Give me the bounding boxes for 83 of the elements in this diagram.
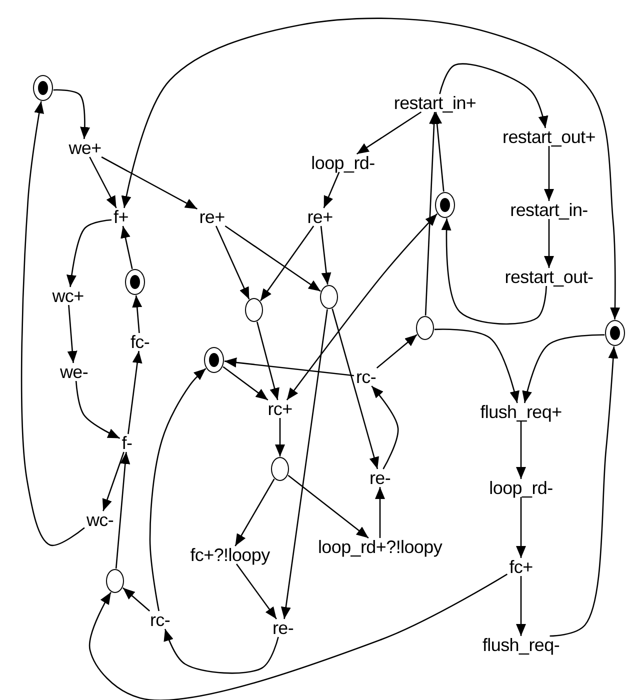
transition-label: wc+	[51, 286, 85, 306]
arrow	[256, 322, 280, 400]
arrow	[275, 418, 285, 456]
arrow	[550, 346, 618, 637]
transition-label: flush_req+	[479, 402, 563, 422]
arrow	[516, 497, 526, 558]
transition-label: re-	[368, 468, 392, 488]
arrow	[320, 226, 332, 285]
arrow	[288, 474, 369, 539]
transition-label: flush_req-	[481, 635, 561, 655]
marked-place-circle	[33, 75, 53, 101]
arrow	[101, 156, 198, 210]
transition-label: rc-	[148, 610, 172, 630]
transition-label: wc-	[85, 510, 115, 530]
transition-label: loop_rd+?!loopy	[316, 537, 444, 557]
place-circle	[245, 298, 263, 322]
arrow	[439, 63, 548, 128]
arrow	[149, 368, 206, 612]
transition-label: restart_in-	[509, 200, 589, 220]
marked-place-circle	[605, 320, 625, 346]
arrow	[222, 366, 268, 401]
arrow	[122, 587, 150, 612]
arrow	[424, 112, 440, 316]
arrow	[164, 628, 279, 674]
transition-label: fc-	[129, 332, 151, 352]
arrow	[128, 350, 142, 434]
arrow	[120, 226, 133, 270]
arrow	[20, 101, 85, 546]
arrow	[236, 564, 277, 620]
place-circle	[106, 569, 124, 593]
arrow	[332, 308, 380, 470]
arrow	[516, 421, 526, 479]
arrow	[280, 309, 328, 620]
arrow	[67, 304, 78, 364]
transition-label: restart_out+	[502, 127, 596, 147]
arrow	[121, 18, 620, 320]
arrow	[89, 574, 508, 700]
transition-label: we-	[58, 362, 90, 382]
arrow	[53, 89, 90, 140]
arrow	[522, 334, 605, 404]
transition-label: loop_rd-	[310, 153, 376, 173]
arrow	[224, 358, 354, 376]
transition-label: re-	[271, 618, 295, 638]
arrow	[224, 225, 321, 292]
arrow	[376, 334, 418, 368]
arrow	[544, 146, 554, 201]
arrow	[286, 213, 438, 400]
transition-label: we+	[68, 138, 102, 158]
arrow	[260, 226, 314, 302]
arrow	[432, 112, 444, 192]
arrow	[89, 156, 117, 208]
transition-label: rc-	[354, 367, 378, 387]
transition-label: rc+	[266, 399, 294, 419]
arrow	[323, 172, 340, 208]
arrow	[66, 219, 112, 288]
transition-label: f+	[112, 207, 130, 227]
transition-label: restart_in+	[392, 93, 478, 113]
arrow	[132, 295, 142, 334]
arrow	[102, 452, 124, 512]
transition-label: re+	[198, 207, 226, 227]
transition-label: loop_rd-	[488, 478, 554, 498]
arrow	[215, 226, 250, 300]
transition-label: re+	[306, 207, 334, 227]
arrow	[375, 487, 385, 538]
arrow	[371, 386, 399, 470]
arrow	[234, 478, 275, 546]
marked-place-circle	[204, 347, 224, 373]
place-circle	[320, 285, 338, 309]
place-circle	[271, 457, 289, 481]
marked-place-circle	[435, 192, 455, 218]
arrow	[441, 218, 548, 325]
arrow	[115, 452, 130, 569]
transition-label: restart_out-	[504, 267, 594, 287]
arrow	[75, 380, 120, 439]
arrow	[544, 219, 554, 268]
transition-label: fc+	[508, 557, 534, 577]
arrow	[434, 328, 520, 404]
arrow	[356, 111, 422, 155]
transition-label: f-	[120, 433, 134, 453]
transition-label: fc+?!loopy	[189, 545, 271, 565]
place-circle	[416, 316, 434, 340]
marked-place-circle	[125, 269, 145, 295]
arrow	[516, 576, 526, 636]
